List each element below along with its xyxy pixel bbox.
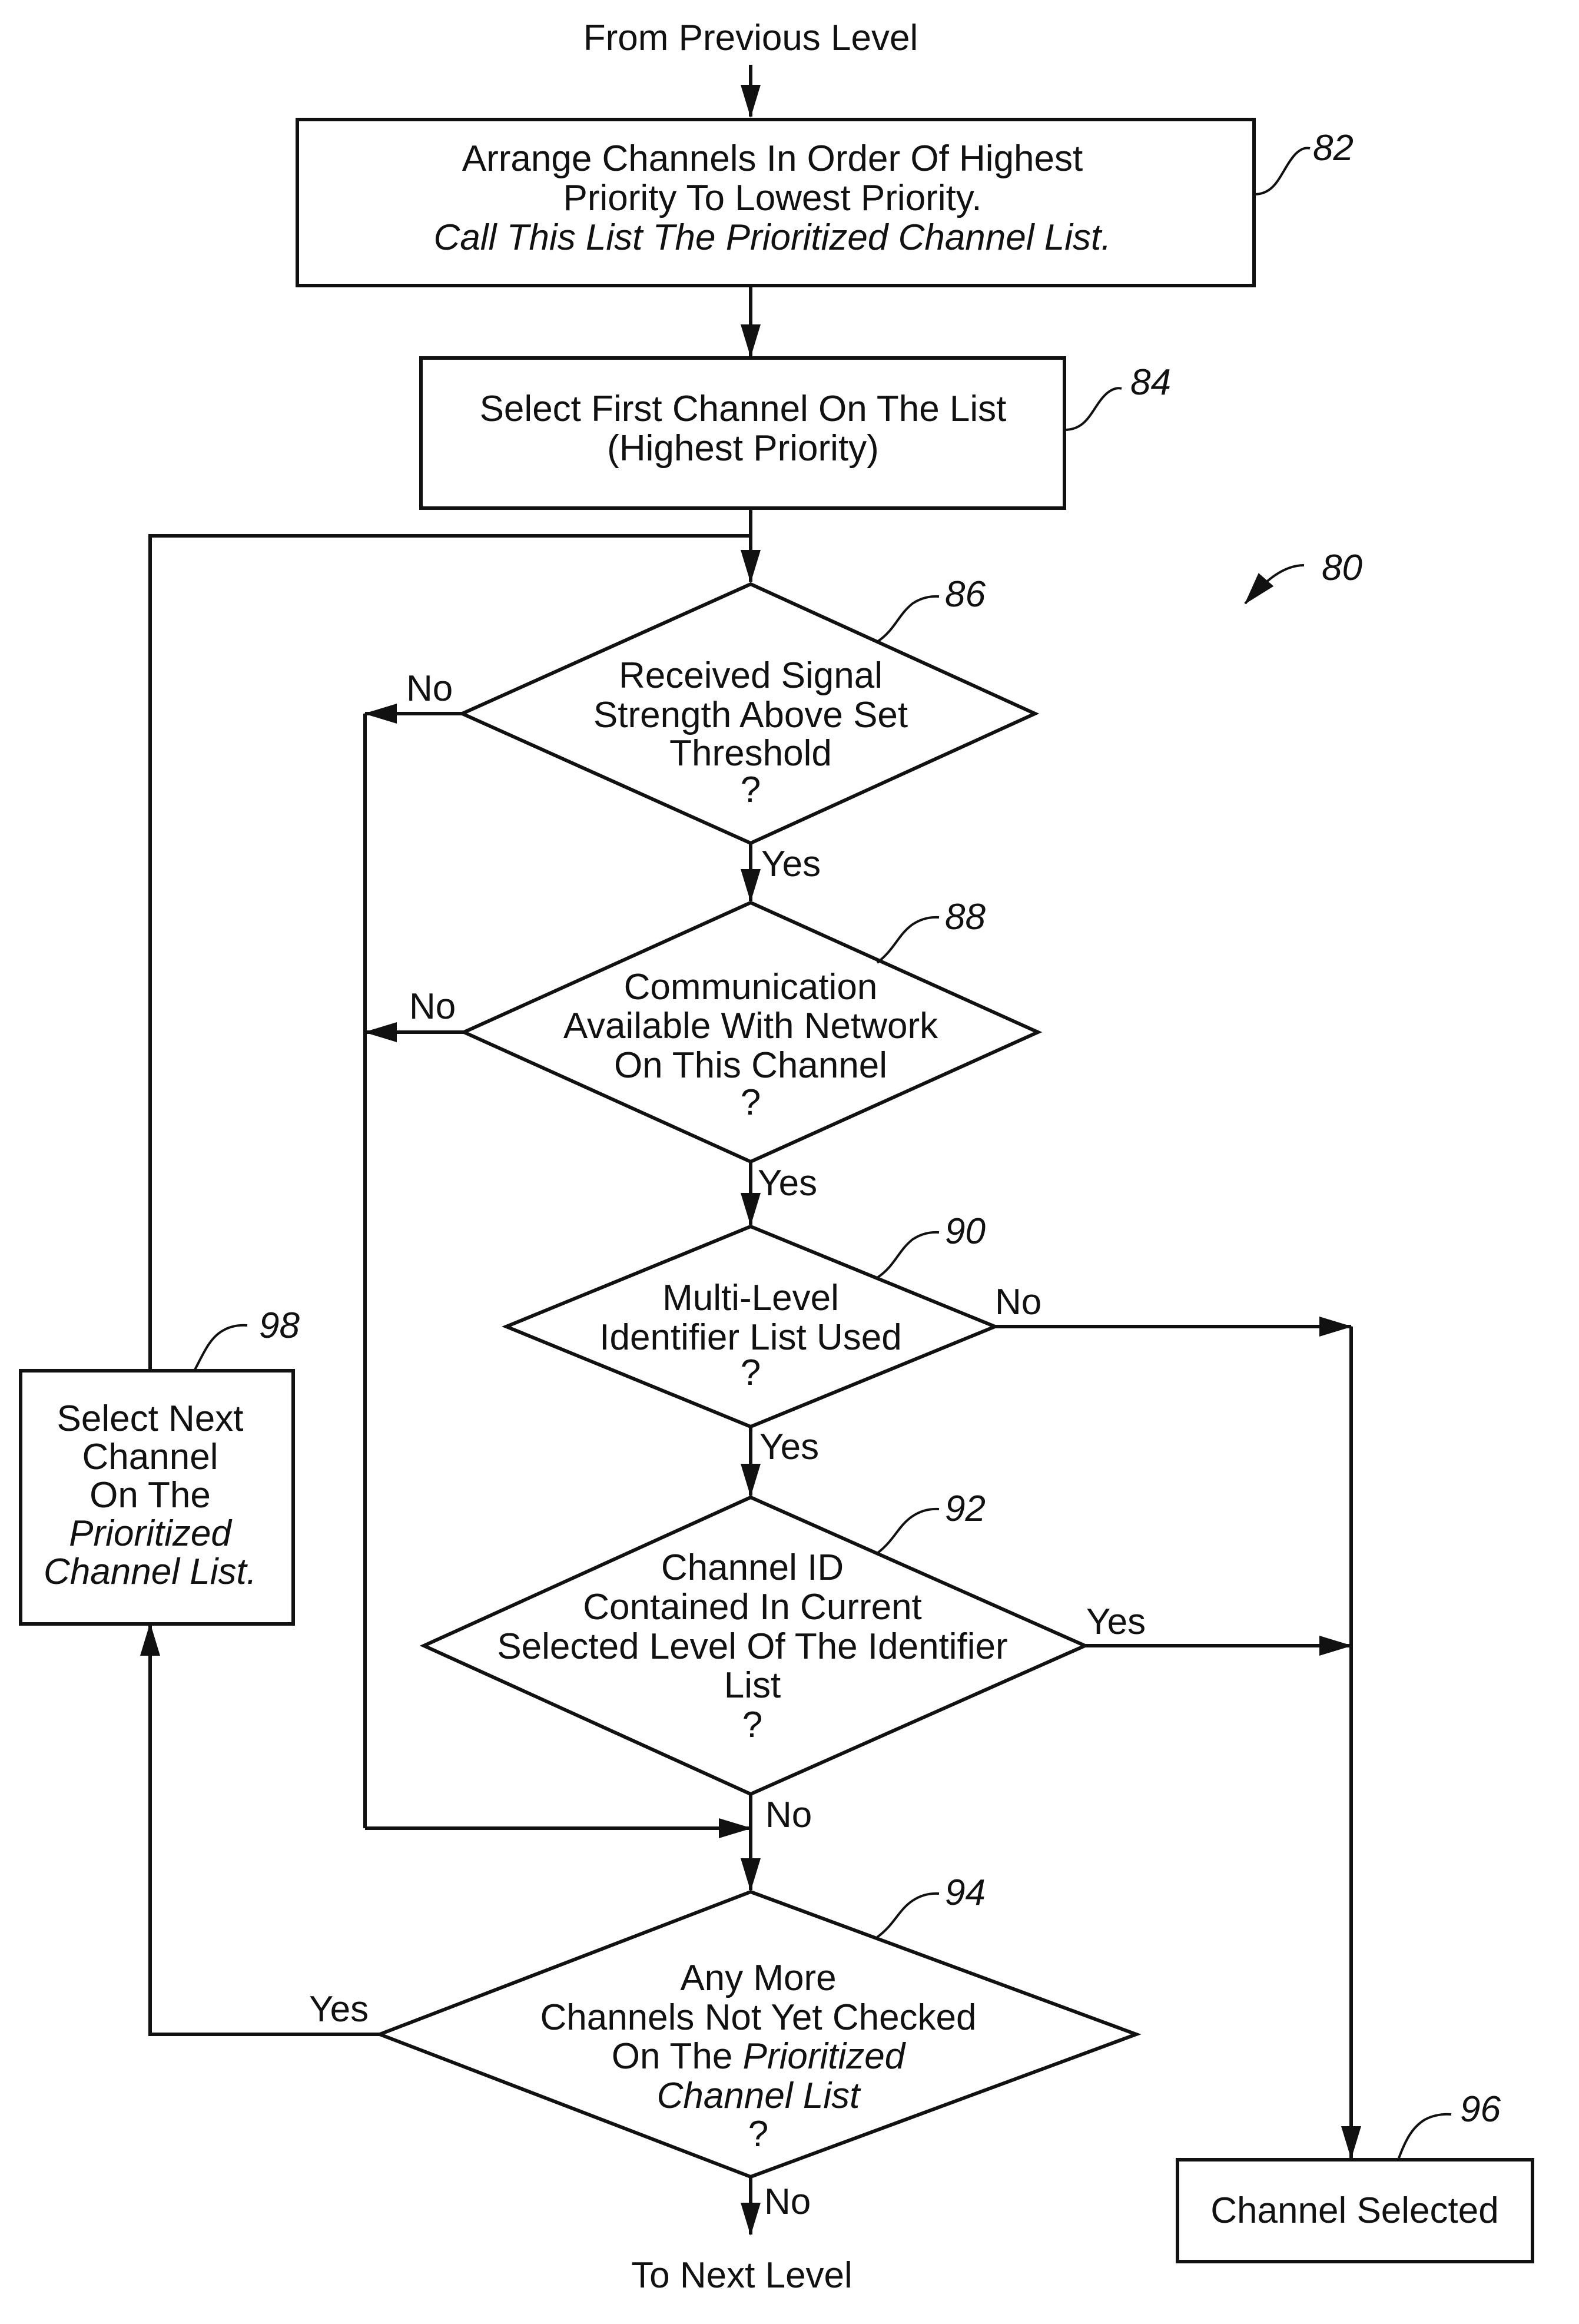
ref-leader-90 (877, 1232, 939, 1278)
decision-94-line1: Any More (680, 1958, 836, 1998)
process-box-84: Select First Channel On The List (Highes… (421, 358, 1064, 508)
box-96-line1: Channel Selected (1210, 2190, 1498, 2231)
decision-86-line2: Strength Above Set (593, 695, 908, 735)
label-86-no: No (406, 668, 453, 709)
box-82-line2: Priority To Lowest Priority. (563, 178, 982, 218)
label-92-no: No (765, 1795, 812, 1835)
box-98-line3: On The (89, 1475, 211, 1516)
start-terminal: From Previous Level (583, 18, 918, 58)
box-98-line5: Channel List. (44, 1551, 257, 1592)
ref-92: 92 (945, 1488, 986, 1529)
decision-92-line5: ? (742, 1705, 762, 1745)
label-90-no: No (995, 1282, 1041, 1322)
decision-88-line4: ? (741, 1082, 761, 1123)
decision-94-line5: ? (748, 2114, 768, 2154)
decision-90-line2: Identifier List Used (599, 1317, 901, 1358)
decision-90-line3: ? (741, 1352, 761, 1393)
decision-86: Received Signal Strength Above Set Thres… (462, 584, 1035, 843)
decision-92-line2: Contained In Current (583, 1587, 922, 1627)
decision-92-line4: List (724, 1665, 781, 1706)
decision-92: Channel ID Contained In Current Selected… (424, 1497, 1085, 1794)
ref-86: 86 (945, 574, 986, 615)
box-84-line2: (Highest Priority) (607, 428, 879, 469)
box-98-line4: Prioritized (69, 1513, 233, 1554)
decision-94-line3-italic: Prioritized (743, 2036, 907, 2077)
ref-82: 82 (1313, 128, 1354, 168)
ref-leader-82 (1254, 148, 1310, 194)
label-86-yes: Yes (761, 844, 821, 884)
decision-90-line1: Multi-Level (662, 1278, 839, 1318)
box-82-line3: Call This List The Prioritized Channel L… (434, 217, 1112, 258)
ref-leader-84 (1064, 388, 1122, 430)
ref-leader-96-curve (1398, 2114, 1451, 2160)
end-terminal: To Next Level (631, 2255, 852, 2296)
ref-96: 96 (1460, 2089, 1501, 2130)
label-94-no: No (764, 2182, 811, 2222)
decision-86-line3: Threshold (669, 733, 832, 774)
decision-94-line2: Channels Not Yet Checked (540, 1997, 976, 2038)
decision-88: Communication Available With Network On … (464, 903, 1038, 1162)
ref-leader-92 (877, 1509, 939, 1553)
decision-90: Multi-Level Identifier List Used ? (506, 1226, 995, 1427)
ref-leader-94 (877, 1894, 939, 1937)
box-98-line2: Channel (82, 1437, 218, 1477)
process-box-96: Channel Selected (1177, 2160, 1532, 2262)
ref-84: 84 (1130, 362, 1171, 403)
box-84-line1: Select First Channel On The List (480, 389, 1007, 429)
decision-94-line3: On The Prioritized (612, 2036, 907, 2077)
ref-94: 94 (945, 1872, 986, 1913)
figure-ref-80-arrow (1245, 565, 1304, 604)
ref-leader-88 (877, 917, 939, 963)
decision-86-line4: ? (741, 770, 761, 810)
decision-94-line3-plain: On The (612, 2036, 743, 2077)
decision-88-line3: On This Channel (614, 1045, 887, 1086)
ref-90: 90 (945, 1211, 986, 1252)
ref-leader-86 (877, 596, 939, 642)
decision-94-line4: Channel List (657, 2076, 861, 2116)
label-90-yes: Yes (759, 1427, 819, 1467)
figure-ref-80: 80 (1322, 548, 1362, 588)
arrow-94-yes-to-98 (150, 1624, 380, 2034)
label-88-no: No (409, 986, 456, 1027)
label-88-yes: Yes (758, 1163, 817, 1204)
label-92-yes: Yes (1086, 1602, 1146, 1642)
decision-92-line1: Channel ID (661, 1547, 844, 1588)
decision-86-line1: Received Signal (619, 655, 883, 696)
decision-94: Any More Channels Not Yet Checked On The… (380, 1892, 1136, 2177)
process-box-82: Arrange Channels In Order Of Highest Pri… (297, 120, 1254, 286)
decision-88-line2: Available With Network (563, 1006, 938, 1046)
ref-88: 88 (945, 897, 986, 937)
decision-92-line3: Selected Level Of The Identifier (497, 1626, 1007, 1667)
box-98-line1: Select Next (57, 1398, 243, 1439)
ref-98: 98 (259, 1305, 300, 1346)
process-box-98: Select Next Channel On The Prioritized C… (21, 1371, 293, 1624)
decision-88-line1: Communication (624, 967, 878, 1007)
ref-leader-98 (194, 1325, 247, 1371)
box-82-line1: Arrange Channels In Order Of Highest (462, 138, 1083, 179)
label-94-yes: Yes (309, 1989, 369, 2030)
